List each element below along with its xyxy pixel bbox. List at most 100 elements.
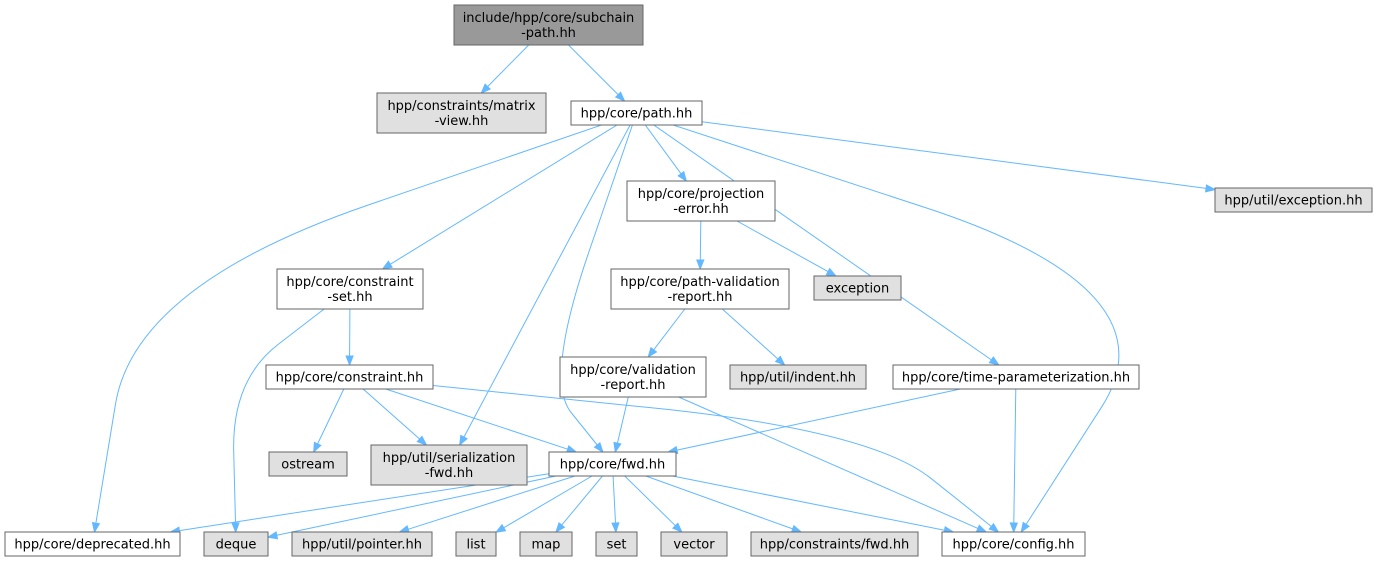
edge-fwd-to-vector [624, 475, 676, 527]
edge-fwd-to-config [672, 475, 945, 531]
edge-path-to-constraint-set [389, 124, 618, 265]
arrowhead-path-to-serialization-fwd [459, 434, 468, 447]
node-box [4, 531, 181, 557]
arrowhead-subchain-to-matrix-view [480, 83, 491, 94]
arrowhead-fwd-to-list [494, 523, 507, 534]
arrowhead-fwd-to-vector [672, 522, 683, 533]
edge-projection-error-to-exception [736, 220, 829, 273]
node-label-line: -report.hh [600, 378, 665, 393]
arrowhead-path-to-exception-hh [1205, 184, 1217, 193]
node-path-validation-report[interactable]: hpp/core/path-validation-report.hh [610, 268, 790, 310]
node-constraint-set[interactable]: hpp/core/constraint-set.hh [276, 268, 424, 310]
node-label-line: exception [826, 282, 890, 297]
edge-constraint-set-to-deque [233, 308, 325, 524]
arrowhead-path-to-constraint-set [381, 260, 393, 270]
arrowhead-fwd-to-set [611, 522, 620, 534]
edge-fwd-to-deque [276, 475, 557, 536]
node-label-line: -error.hh [673, 202, 729, 217]
node-box [453, 4, 644, 46]
arrowhead-path-validation-report-to-indent [774, 355, 786, 366]
node-label-line: hpp/constraints/fwd.hh [760, 538, 910, 553]
arrowhead-path-to-config [1020, 521, 1030, 534]
node-box [660, 531, 728, 557]
node-box [203, 531, 269, 557]
node-box [892, 364, 1140, 390]
node-box [559, 356, 707, 398]
node-box [595, 531, 638, 557]
edge-fwd-to-set [612, 475, 616, 524]
arrowhead-path-to-projection-error [677, 170, 688, 183]
node-label-line: vector [673, 538, 715, 553]
node-label-line: hpp/core/deprecated.hh [14, 538, 170, 553]
arrowhead-fwd-to-deque [266, 531, 279, 540]
arrowhead-constraint-set-to-deque [231, 522, 240, 534]
node-label-line: hpp/core/path-validation [620, 275, 780, 290]
node-box [276, 268, 424, 310]
edge-validation-report-to-config [678, 396, 979, 529]
node-constraint[interactable]: hpp/core/constraint.hh [265, 364, 434, 390]
node-serialization-fwd: hpp/util/serialization-fwd.hh [370, 444, 528, 486]
node-box [610, 268, 790, 310]
arrowhead-path-to-fwd [593, 441, 604, 454]
node-label-line: hpp/util/exception.hh [1224, 194, 1362, 209]
node-exception: exception [813, 275, 902, 301]
edge-path-validation-report-to-validation-report [653, 308, 686, 351]
node-list: list [455, 531, 497, 557]
node-subchain[interactable]: include/hpp/core/subchain-path.hh [453, 4, 644, 46]
edge-fwd-to-list [503, 475, 593, 529]
node-box [265, 364, 434, 390]
node-label-line: hpp/core/projection [638, 187, 765, 202]
node-map: map [519, 531, 573, 557]
edge-fwd-to-constraints-fwd [645, 475, 793, 530]
node-box [941, 531, 1086, 557]
node-label-line: hpp/core/path.hh [581, 107, 693, 122]
node-deque: deque [203, 531, 269, 557]
node-label-line: -path.hh [521, 26, 576, 41]
node-label-line: -fwd.hh [425, 466, 474, 481]
node-label-line: hpp/util/indent.hh [740, 371, 856, 386]
arrowhead-constraint-to-config [988, 522, 1000, 533]
node-config[interactable]: hpp/core/config.hh [941, 531, 1086, 557]
node-label-line: -set.hh [327, 290, 372, 305]
arrowhead-subchain-to-path [614, 91, 626, 102]
node-box [1214, 187, 1373, 213]
arrowhead-constraint-to-ostream [313, 441, 322, 454]
arrowhead-path-to-time-parameterization [988, 356, 1000, 366]
arrowhead-fwd-to-constraints-fwd [790, 524, 803, 533]
node-box [548, 451, 677, 477]
edge-path-to-time-parameterization [653, 124, 992, 361]
node-constraints-fwd: hpp/constraints/fwd.hh [750, 531, 919, 557]
edge-fwd-to-pointer [407, 475, 576, 530]
node-label-line: hpp/core/fwd.hh [560, 458, 666, 473]
node-label-line: list [466, 538, 485, 553]
node-label-line: hpp/constraints/matrix [387, 99, 535, 114]
arrowhead-constraint-set-to-constraint [345, 355, 354, 367]
arrowhead-path-to-deprecated [91, 521, 101, 534]
arrowhead-projection-error-to-path-validation-report [696, 259, 705, 271]
edge-constraint-to-serialization-fwd [362, 388, 420, 440]
arrowhead-projection-error-to-exception [825, 267, 838, 277]
node-vector: vector [660, 531, 728, 557]
node-box [750, 531, 919, 557]
edge-constraint-to-ostream [317, 388, 345, 445]
node-fwd[interactable]: hpp/core/fwd.hh [548, 451, 677, 477]
edges-layer [91, 44, 1217, 540]
node-time-parameterization[interactable]: hpp/core/time-parameterization.hh [892, 364, 1140, 390]
arrowhead-validation-report-to-config [975, 524, 988, 533]
node-matrix-view: hpp/constraints/matrix-view.hh [376, 92, 547, 134]
node-box [376, 92, 547, 134]
arrowhead-path-validation-report-to-validation-report [647, 346, 658, 359]
node-projection-error[interactable]: hpp/core/projection-error.hh [626, 180, 776, 222]
node-label-line: hpp/core/validation [570, 363, 696, 378]
edge-time-parameterization-to-config [1013, 388, 1017, 524]
node-deprecated[interactable]: hpp/core/deprecated.hh [4, 531, 181, 557]
edge-fwd-to-map [561, 475, 603, 526]
node-label-line: set [607, 538, 627, 553]
node-validation-report[interactable]: hpp/core/validation-report.hh [559, 356, 707, 398]
node-box [370, 444, 528, 486]
node-exception-hh: hpp/util/exception.hh [1214, 187, 1373, 213]
node-label-line: ostream [281, 458, 335, 473]
node-path[interactable]: hpp/core/path.hh [570, 100, 703, 126]
node-box [813, 275, 902, 301]
